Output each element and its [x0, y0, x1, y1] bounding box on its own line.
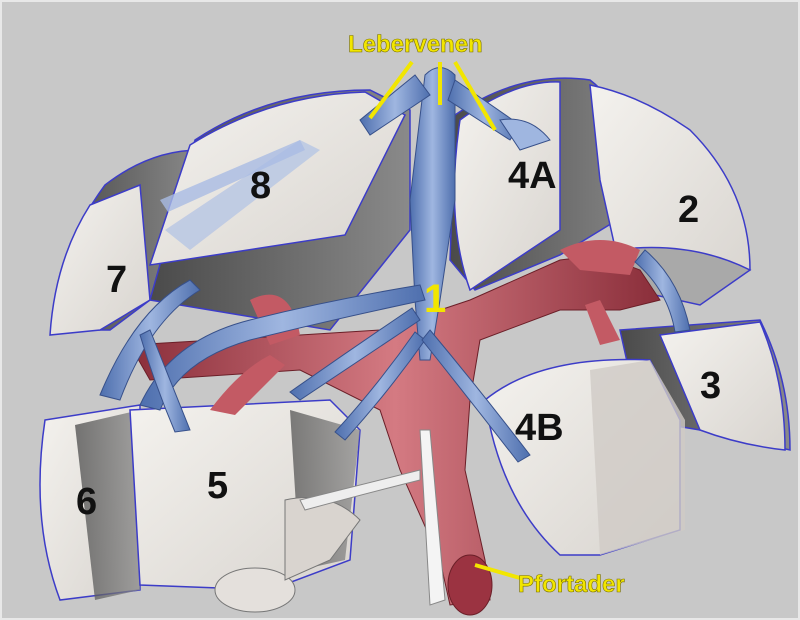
label-segment-1: 1 [424, 277, 446, 321]
label-segment-6: 6 [76, 481, 97, 523]
gallbladder [215, 568, 295, 612]
label-segment-2: 2 [678, 189, 699, 231]
label-segment-7: 7 [106, 259, 127, 301]
label-segment-3: 3 [700, 365, 721, 407]
label-lebervenen: Lebervenen [348, 31, 483, 58]
label-segment-5: 5 [207, 465, 228, 507]
label-pfortader: Pfortader [518, 571, 625, 598]
segment-5 [130, 400, 360, 612]
label-segment-8: 8 [250, 165, 271, 207]
label-segment-4a: 4A [508, 155, 557, 197]
label-segment-4b: 4B [515, 407, 564, 449]
